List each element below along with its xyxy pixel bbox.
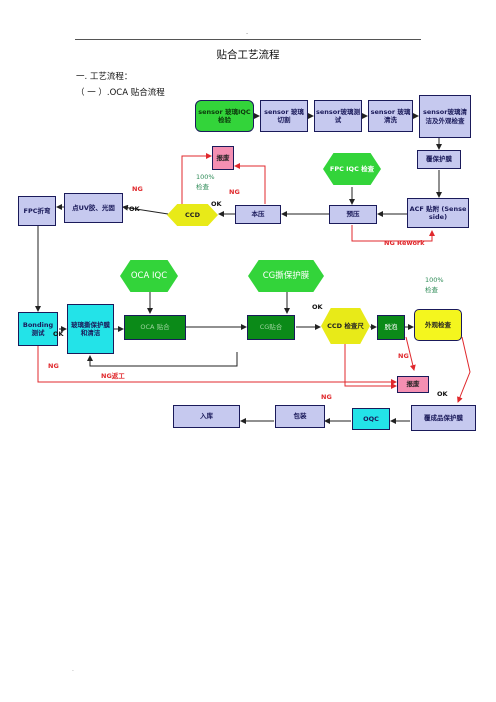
label-check-a: 检查 bbox=[196, 183, 209, 191]
label-ng-rework-2: NG返工 bbox=[101, 372, 125, 380]
fpc-iqc-node: FPC IQC 检查 bbox=[323, 153, 381, 185]
label-ng-b: NG bbox=[229, 188, 240, 196]
ccd-node-2: CCD 检查尺 bbox=[321, 308, 370, 344]
footer-dot: . bbox=[72, 666, 74, 673]
subsection-heading: （ 一 ）.OCA 贴合流程 bbox=[76, 88, 165, 98]
label-ok-b: OK bbox=[211, 200, 222, 208]
header-dot: - bbox=[246, 30, 249, 37]
arrow-defoam-scrap2 bbox=[405, 336, 416, 371]
arrow-bonding-scrap2 bbox=[37, 346, 397, 385]
label-ok-e: OK bbox=[437, 390, 448, 398]
defoam-node: 脱泡 bbox=[377, 315, 405, 340]
oca-bond-node: OCA 贴合 bbox=[124, 315, 186, 340]
label-pct-b: 100% bbox=[425, 276, 444, 284]
pre-press-node: 预压 bbox=[329, 205, 377, 224]
acf-node: ACF 贴附 (Sense side) bbox=[407, 198, 469, 228]
label-ok-d: OK bbox=[53, 330, 64, 338]
sensor-cut-node: sensor 玻璃切割 bbox=[260, 100, 308, 132]
cover-film-node: 覆保护膜 bbox=[417, 150, 461, 169]
sensor-inspect-node: sensor玻璃清洁及外观检查 bbox=[419, 95, 471, 138]
label-pct-a: 100% bbox=[196, 173, 215, 181]
label-ok-c: OK bbox=[312, 303, 323, 311]
pack-node: 包装 bbox=[275, 405, 325, 428]
arrow-ccd-uv bbox=[122, 204, 169, 215]
arrow-visual-finished bbox=[457, 336, 471, 403]
scrap-node-1: 报废 bbox=[212, 146, 234, 170]
label-ng-c: NG bbox=[48, 362, 59, 370]
main-press-node: 本压 bbox=[235, 205, 281, 224]
sensor-iqc-node: sensor 玻璃IQC检验 bbox=[195, 100, 254, 132]
label-ok-a: OK bbox=[129, 205, 140, 213]
arrow-ccd2-scrap2 bbox=[344, 343, 397, 389]
visual-check-node: 外观检查 bbox=[414, 309, 462, 341]
arrow-main-scrap bbox=[234, 163, 266, 204]
label-ng-rework: NG Rework bbox=[384, 239, 425, 247]
ccd-node-1: CCD bbox=[167, 204, 218, 226]
arrow-prepress-rework bbox=[351, 225, 435, 242]
arrow-rework-glass bbox=[87, 352, 238, 367]
section-heading: 一. 工艺流程： bbox=[76, 72, 133, 82]
label-ng-a: NG bbox=[132, 185, 143, 193]
fpc-fold-node: FPC折弯 bbox=[18, 196, 56, 226]
header-rule bbox=[75, 39, 421, 40]
uv-glue-node: 点UV胶、光固 bbox=[64, 193, 123, 223]
cg-tear-node: CG撕保护膜 bbox=[248, 260, 324, 292]
oqc-node: OQC bbox=[352, 408, 390, 430]
bonding-node: Bonding测试 bbox=[18, 312, 58, 346]
cg-bond-node: CG贴合 bbox=[247, 315, 295, 340]
page-title: 贴合工艺流程 bbox=[216, 49, 280, 61]
label-ng-d: NG bbox=[398, 352, 409, 360]
label-check-b: 检查 bbox=[425, 286, 438, 294]
oca-iqc-node: OCA IQC bbox=[120, 260, 178, 292]
finished-film-node: 覆成品保护膜 bbox=[411, 405, 476, 431]
sensor-test-node: sensor玻璃测试 bbox=[314, 100, 362, 132]
label-ng-e: NG bbox=[321, 393, 332, 401]
glass-tear-node: 玻璃撕保护膜和清洁 bbox=[67, 304, 114, 354]
sensor-clean-node: sensor 玻璃清洗 bbox=[368, 100, 413, 132]
arrow-ccd-scrap bbox=[181, 153, 212, 204]
store-node: 入库 bbox=[173, 405, 240, 428]
scrap-node-2: 报废 bbox=[397, 376, 429, 393]
